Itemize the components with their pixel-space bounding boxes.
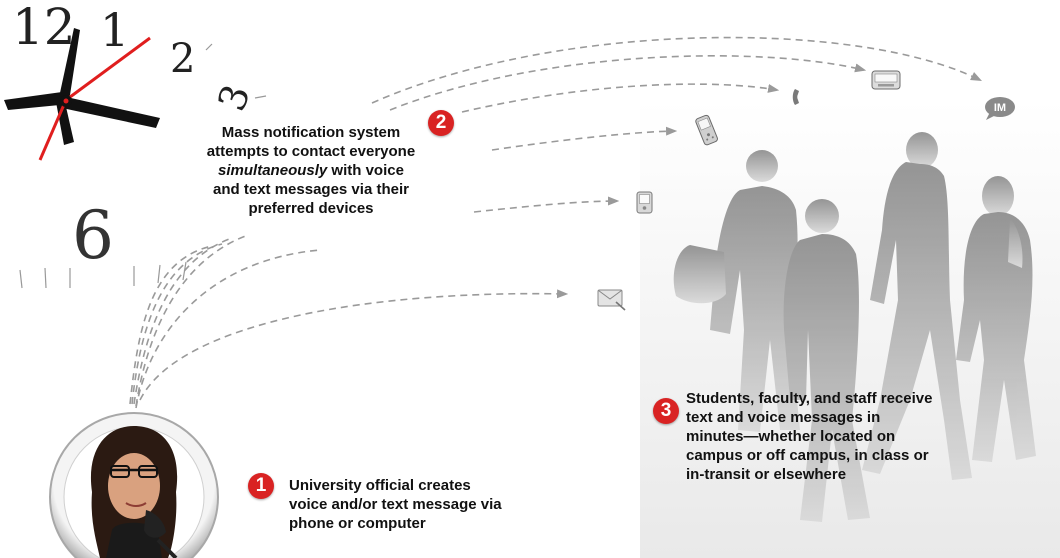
pager-icon (871, 70, 901, 90)
step-1-line: University official creates (289, 477, 471, 494)
official-portrait (49, 412, 219, 558)
clock-hands (4, 28, 160, 161)
step-2-line: and text messages via their (213, 181, 409, 198)
person-silhouette (673, 150, 800, 432)
step-1-line: voice and/or text message via (289, 496, 502, 513)
step-2-line: attempts to contact everyone (206, 143, 416, 160)
step-3-line: Students, faculty, and staff receive (686, 390, 933, 407)
walking-people-silhouettes (673, 132, 1036, 522)
step-1-line: phone or computer (289, 515, 426, 532)
step-3-line: campus or off campus, in class or (686, 447, 929, 464)
step-3-line: minutes—whether located on (686, 428, 896, 445)
phone-handset-icon (792, 89, 799, 105)
step-3-badge: 3 (653, 398, 679, 424)
email-icon (597, 289, 626, 311)
step-1-badge: 1 (248, 473, 274, 499)
arrow-to-cell (491, 126, 678, 151)
clock-numeral-3: 3 (209, 79, 259, 117)
clock-numeral-1: 1 (100, 3, 129, 57)
person-silhouette (783, 199, 870, 522)
arrow-to-email (139, 289, 569, 401)
clock-numeral-12: 12 (12, 0, 76, 56)
step-3-line: in-transit or elsewhere (686, 466, 847, 483)
step-2-line-rest: with voice (327, 162, 404, 179)
step-2-line: Mass notification system (221, 124, 401, 141)
cell-phone-icon (695, 114, 718, 146)
clock-tick-marks (19, 43, 267, 289)
step-2-line: preferred devices (248, 200, 374, 217)
instant-message-icon: IM (985, 97, 1015, 120)
person-silhouette (862, 132, 972, 480)
clock-numeral-2: 2 (170, 36, 195, 82)
pda-icon (636, 191, 653, 214)
step-2-description: Mass notification system attempts to con… (180, 123, 442, 218)
clock-numeral-6: 6 (72, 197, 114, 274)
step-1-description: University official creates voice and/or… (289, 476, 569, 533)
arrow-to-im (371, 36, 983, 104)
arrow-to-pda (473, 196, 620, 213)
message-arrows (129, 36, 983, 409)
arrow-to-handset (461, 83, 780, 113)
step-2-emphasis: simultaneously (218, 162, 328, 179)
step-3-description: Students, faculty, and staff receive tex… (686, 389, 1006, 484)
step-2-line: simultaneously with voice (180, 161, 442, 180)
step-2-badge: 2 (428, 110, 454, 136)
step-3-line: text and voice messages in (686, 409, 881, 426)
clock-face: 12 1 2 3 6 (4, 0, 267, 289)
person-silhouette (956, 176, 1036, 462)
svg-text:IM: IM (994, 102, 1006, 114)
